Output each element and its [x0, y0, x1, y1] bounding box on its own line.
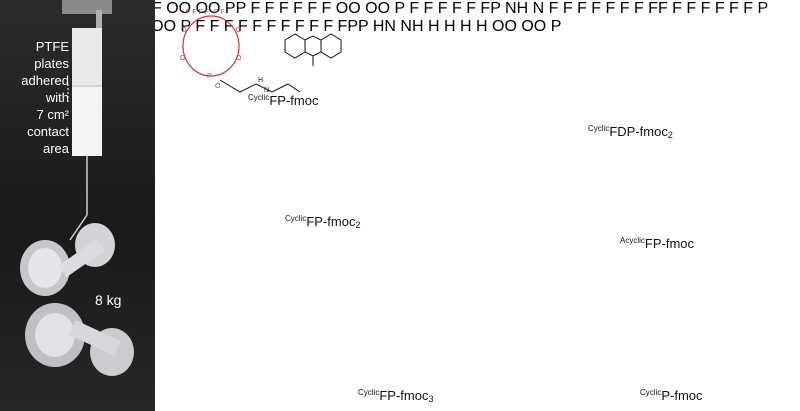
ptfe-plate-upper [72, 28, 102, 86]
label-acyclic-fp-fmoc: AcyclicFP-fmoc [620, 236, 695, 251]
label-cyclic-fdp-fmoc2: CyclicFDP-fmoc2 [588, 124, 673, 140]
molecule-cyclic-p-fmoc: H H H H OO OO P [427, 18, 562, 35]
adhesion-photo: PTFE plates adhered with 7 cm² contact a… [0, 0, 155, 411]
label-cyclic-fp-fmoc2: CyclicFP-fmoc2 [285, 214, 361, 230]
molecule-cyclic-fp-fmoc2: F F F F F F OO OO P F F F F F FP NH N [250, 0, 545, 17]
hook [96, 10, 102, 30]
annotation-line: with [45, 90, 69, 105]
label-cyclic-fp-fmoc3: CyclicFP-fmoc3 [358, 388, 434, 404]
svg-text:F F F F: F F F F [186, 9, 209, 16]
svg-text:O: O [236, 55, 242, 62]
svg-text:O: O [215, 83, 221, 90]
svg-text:F F: F F [214, 9, 225, 16]
ptfe-plate-lower [72, 86, 102, 156]
weight-label: 8 kg [95, 292, 122, 308]
svg-text:O: O [180, 55, 186, 62]
svg-text:N: N [264, 87, 269, 94]
annotation-line: adhered [21, 73, 69, 88]
photo-drawing [20, 0, 155, 376]
annotation-line: contact [27, 124, 69, 139]
label-cyclic-p-fmoc: CyclicP-fmoc [640, 388, 703, 403]
dumbbell [20, 214, 134, 376]
svg-text:O: O [236, 27, 242, 34]
svg-text:H: H [258, 77, 263, 84]
annotation-line: plates [34, 56, 69, 71]
annotation-line: PTFE [35, 39, 69, 54]
label-cyclic-fp-fmoc: CyclicFP-fmoc [248, 93, 319, 108]
ptfe-annotation: PTFE plates adhered with 7 cm² contact a… [0, 38, 69, 157]
annotation-line: area [42, 141, 69, 156]
svg-text:P: P [207, 73, 212, 80]
annotation-line: 7 cm² [36, 107, 70, 122]
svg-text:O: O [181, 27, 187, 34]
